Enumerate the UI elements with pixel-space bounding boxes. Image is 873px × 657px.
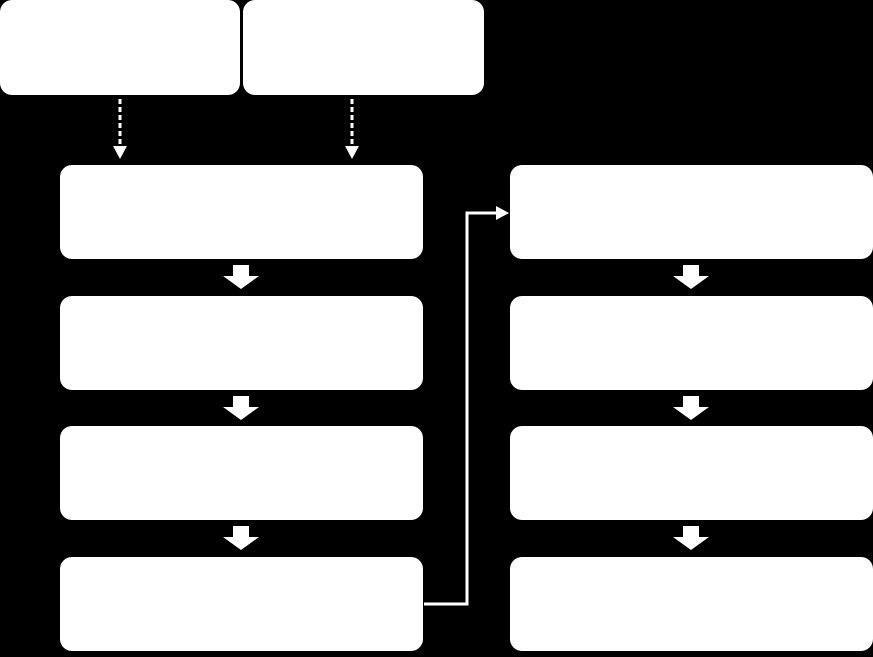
down-arrow-left-3 [223,526,259,550]
left-step-3 [60,426,423,520]
down-arrow-right-3 [673,526,709,550]
dotted-arrow-2 [345,99,359,159]
input-box-1 [0,0,240,95]
right-step-3 [510,426,873,520]
left-step-4 [60,557,423,651]
right-step-2 [510,296,873,390]
left-step-2 [60,296,423,390]
dotted-arrow-1 [113,99,127,159]
input-box-2 [243,0,484,95]
right-step-4 [510,557,873,651]
right-step-1 [510,165,873,259]
down-arrow-left-1 [223,265,259,289]
down-arrow-right-1 [673,265,709,289]
elbow-connector [424,206,509,606]
left-step-1 [60,165,423,259]
down-arrow-right-2 [673,396,709,420]
down-arrow-left-2 [223,396,259,420]
